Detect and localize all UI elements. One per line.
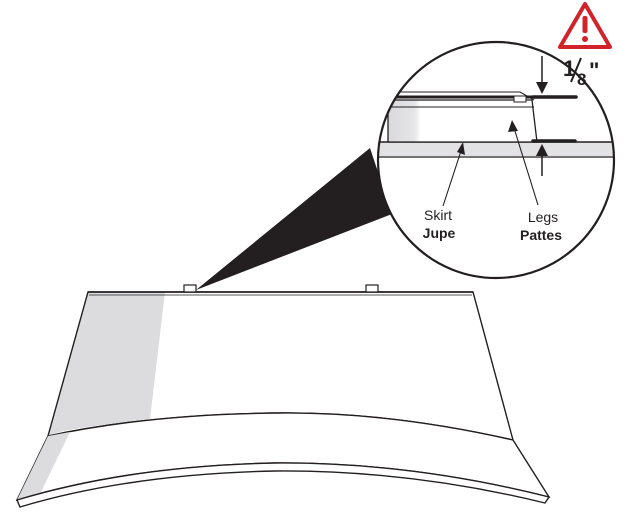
lid-piece xyxy=(387,99,538,143)
skirt-leader-head xyxy=(457,142,465,155)
base-surface xyxy=(378,142,614,156)
lid-leg-pad xyxy=(513,95,527,103)
dim-arrow-up-head xyxy=(536,144,548,156)
warning-triangle-icon xyxy=(558,2,612,49)
dimension-label: 1 8 " xyxy=(563,56,599,89)
dim-arrow-down-head xyxy=(536,82,548,94)
skirt-label-en: Skirt xyxy=(424,207,452,223)
dim-unit: " xyxy=(589,58,599,83)
body-left-shade xyxy=(48,292,165,436)
dim-denominator: 8 xyxy=(577,70,586,89)
skirt-label-fr: Jupe xyxy=(423,225,456,241)
legs-leader-head xyxy=(508,120,518,132)
skirt-left-shade xyxy=(17,432,70,500)
dim-fraction-slash xyxy=(570,57,582,83)
bottom-rim xyxy=(16,462,551,508)
legs-label-en: Legs xyxy=(528,209,558,225)
legs-label-fr: Pattes xyxy=(520,227,562,243)
zoom-circle-border xyxy=(376,40,616,280)
legs-leader-line xyxy=(513,127,539,206)
leg-left xyxy=(183,284,197,293)
appliance-top xyxy=(15,284,551,508)
dim-whole: 1 xyxy=(563,56,575,81)
skirt-leader-line xyxy=(442,147,463,207)
leg-right xyxy=(365,284,379,293)
zoom-callout: 1 8 " Skirt Jupe Legs Pattes xyxy=(376,40,616,280)
callout-pointer xyxy=(196,148,392,290)
